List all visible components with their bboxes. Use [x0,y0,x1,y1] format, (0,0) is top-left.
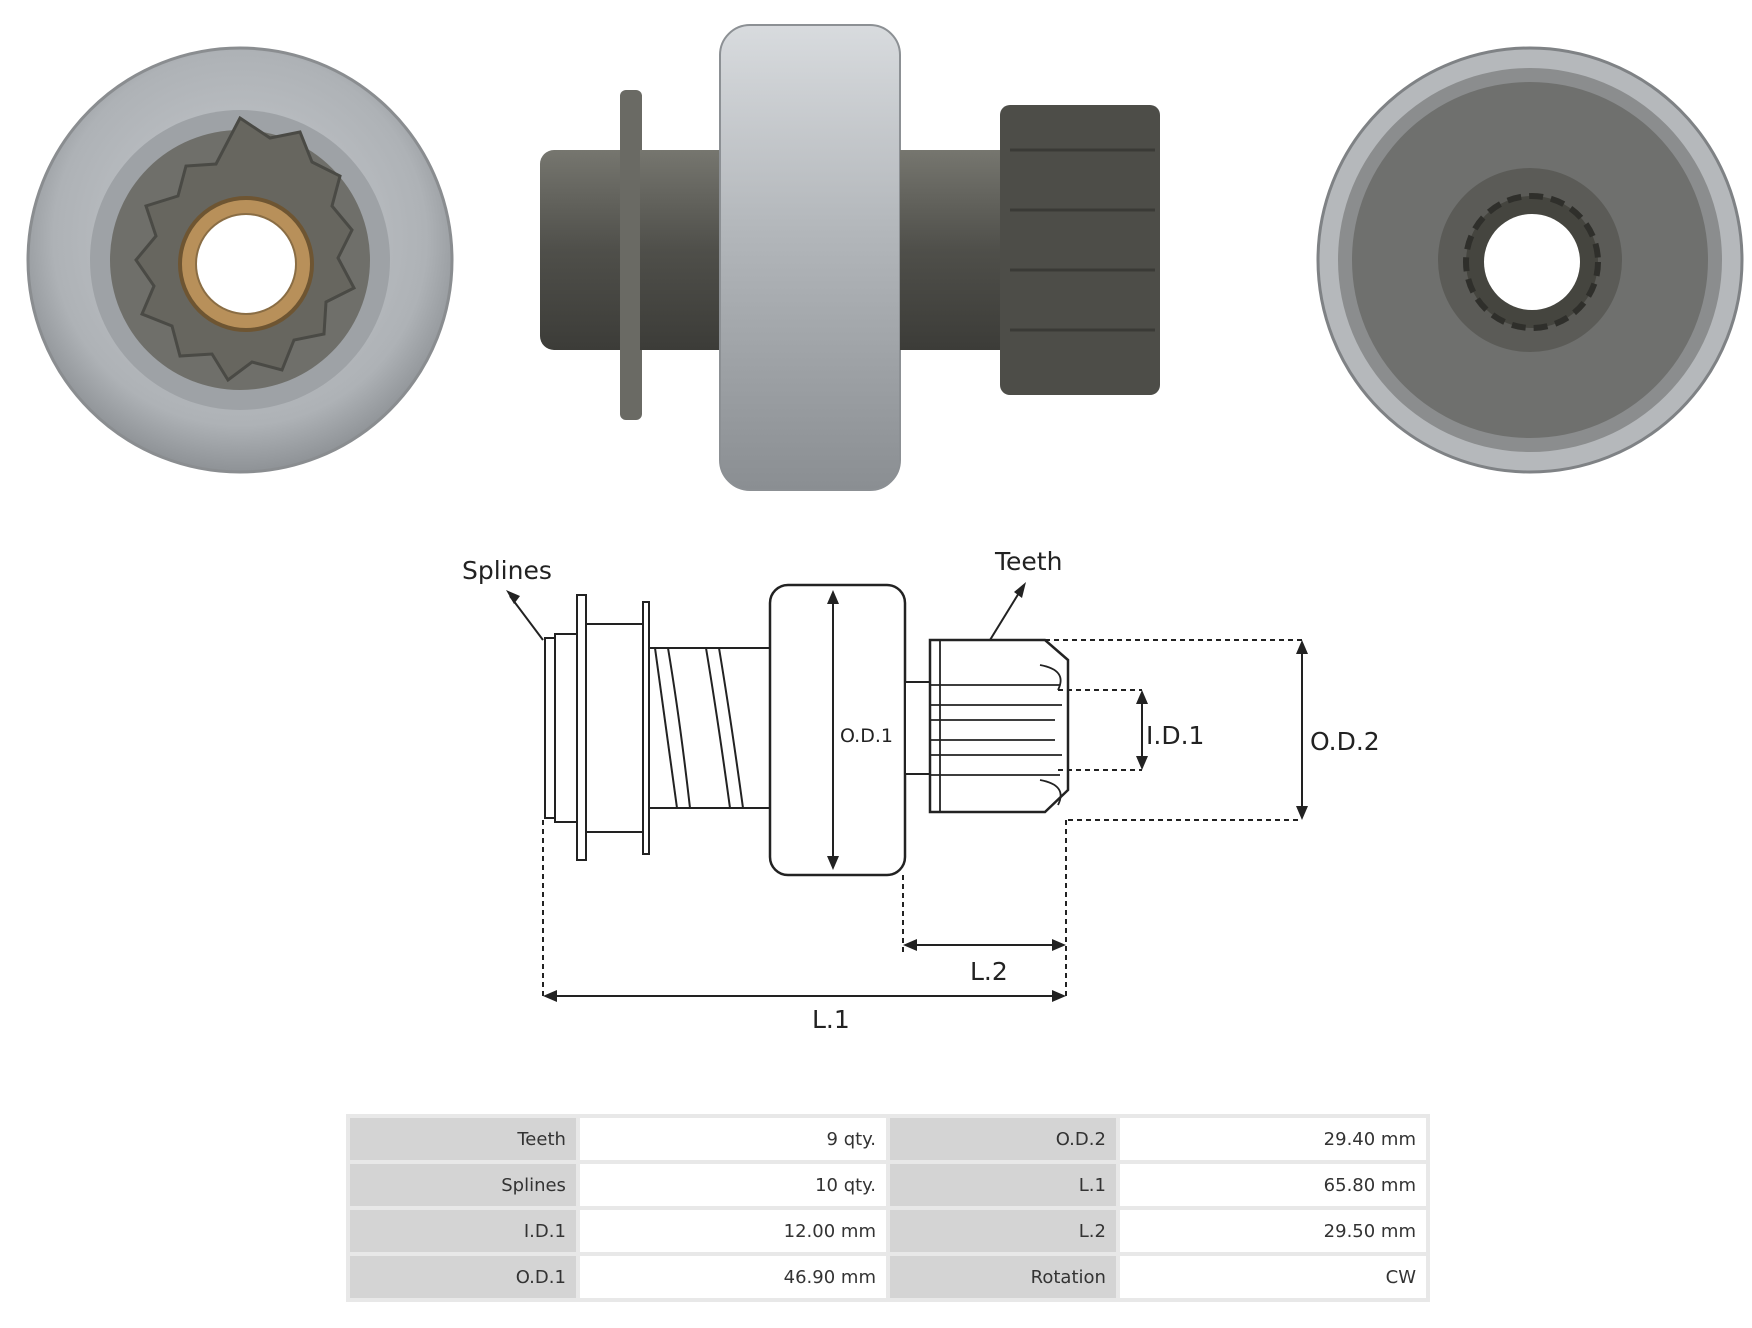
teeth-label: Teeth [994,547,1062,576]
table-row: I.D.1 12.00 mm L.2 29.50 mm [350,1210,1426,1252]
spec-label: Rotation [889,1256,1116,1298]
drawing-splines-end [544,637,556,819]
table-row: Teeth 9 qty. O.D.2 29.40 mm [350,1118,1426,1160]
pinion-teeth [1000,105,1160,395]
spec-label: L.2 [889,1210,1116,1252]
table-row: Splines 10 qty. L.1 65.80 mm [350,1164,1426,1206]
l1-label: L.1 [812,1005,850,1034]
spec-value: 29.50 mm [1119,1210,1426,1252]
drawing-pinion [928,638,1070,814]
spec-value: CW [1119,1256,1426,1298]
spec-label: O.D.1 [350,1256,576,1298]
spec-label: Splines [350,1164,576,1206]
spec-value: 65.80 mm [1119,1164,1426,1206]
spec-value: 29.40 mm [1119,1118,1426,1160]
spec-value: 10 qty. [579,1164,886,1206]
splines-label: Splines [462,556,552,585]
specifications-table: Teeth 9 qty. O.D.2 29.40 mm Splines 10 q… [346,1114,1430,1302]
spec-label: O.D.2 [889,1118,1116,1160]
spec-label: I.D.1 [350,1210,576,1252]
starter-drive-side-view-photo [540,24,1160,491]
id1-label: I.D.1 [1146,721,1204,750]
drawing-helix-spring [654,647,744,809]
l2-label: L.2 [970,957,1008,986]
table-row: O.D.1 46.90 mm Rotation CW [350,1256,1426,1298]
drawing-flange [576,594,587,861]
pinion-front-view-photo [26,46,454,474]
od1-label: O.D.1 [840,725,893,747]
spec-value: 9 qty. [579,1118,886,1160]
spec-label: Teeth [350,1118,576,1160]
starter-drive-back-view-photo [1316,46,1744,474]
spec-value: 12.00 mm [579,1210,886,1252]
od2-label: O.D.2 [1310,727,1380,756]
technical-drawing: Splines Teeth O.D.1 O.D.2 I.D.1 L.2 L.1 [462,547,1380,1034]
spec-label: L.1 [889,1164,1116,1206]
spec-value: 46.90 mm [579,1256,886,1298]
